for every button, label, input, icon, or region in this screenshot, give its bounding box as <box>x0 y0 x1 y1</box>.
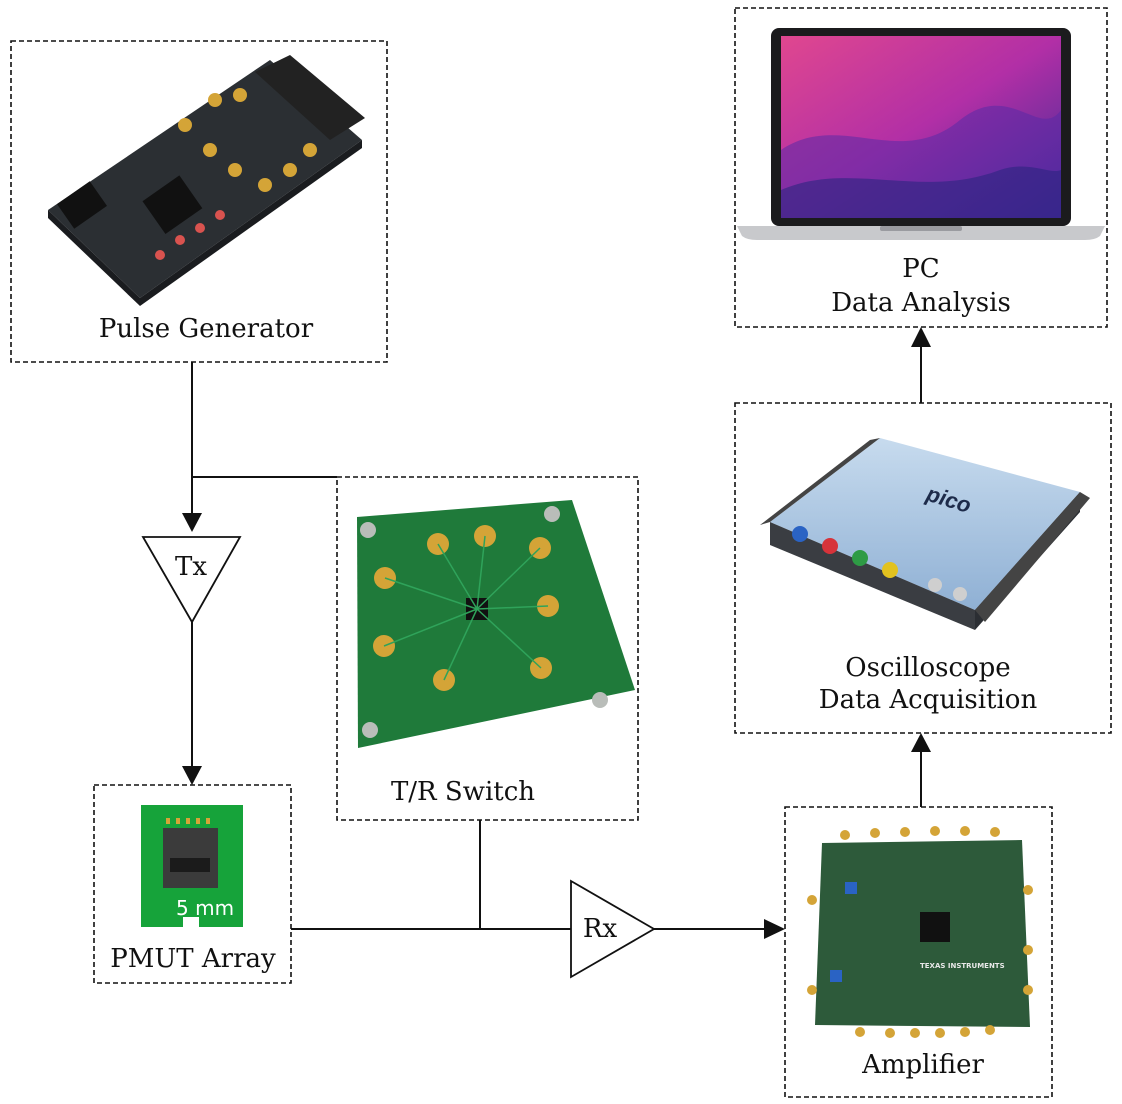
pulse-generator-frame <box>10 40 388 363</box>
tx-amplifier: Tx <box>141 536 242 624</box>
arrowhead-into-pc <box>911 327 931 347</box>
pc-label-line1: PC <box>902 254 939 284</box>
pc-block: PC Data Analysis <box>734 7 1108 328</box>
connections <box>182 327 931 939</box>
oscilloscope-label-line2: Data Acquisition <box>819 685 1038 715</box>
pulse-generator-board-image <box>48 55 365 306</box>
amplifier-frame <box>784 806 1053 1098</box>
laptop-image <box>737 28 1105 240</box>
pmut-scale-label: 5 mm <box>176 896 234 920</box>
tr-switch-board-image <box>357 500 635 748</box>
pmut-array-image: 5 mm <box>141 805 243 927</box>
oscilloscope-block: pico Oscilloscope Data Acquisition <box>734 402 1112 734</box>
tx-triangle <box>141 536 242 624</box>
arrowhead-into-oscilloscope <box>911 733 931 752</box>
amplifier-board-image: TEXAS INSTRUMENTS <box>807 826 1033 1038</box>
pmut-array-frame <box>93 784 292 984</box>
amplifier-chip-text: TEXAS INSTRUMENTS <box>920 962 1005 970</box>
tx-label: Tx <box>175 552 207 582</box>
oscilloscope-label-line1: Oscilloscope <box>845 653 1010 683</box>
oscilloscope-image: pico <box>760 438 1090 630</box>
pulse-generator-label: Pulse Generator <box>99 314 314 344</box>
arrowhead-into-pmut <box>182 766 202 785</box>
tr-switch-block: T/R Switch <box>336 476 639 821</box>
pmut-array-block: 5 mm PMUT Array <box>93 784 292 984</box>
rx-label: Rx <box>583 914 618 944</box>
amplifier-block: TEXAS INSTRUMENTS Amplifier <box>784 806 1053 1098</box>
rx-amplifier: Rx <box>570 879 656 979</box>
amplifier-label: Amplifier <box>861 1050 984 1080</box>
tr-switch-frame <box>336 476 639 821</box>
tr-switch-label: T/R Switch <box>391 777 535 807</box>
pulse-generator-block: Pulse Generator <box>10 40 388 363</box>
oscilloscope-frame <box>734 402 1112 734</box>
rx-triangle <box>570 879 656 979</box>
pc-label-line2: Data Analysis <box>831 288 1011 318</box>
arrowhead-into-tx <box>182 513 202 532</box>
pmut-array-label: PMUT Array <box>110 944 276 974</box>
arrowhead-into-amplifier <box>764 919 785 939</box>
